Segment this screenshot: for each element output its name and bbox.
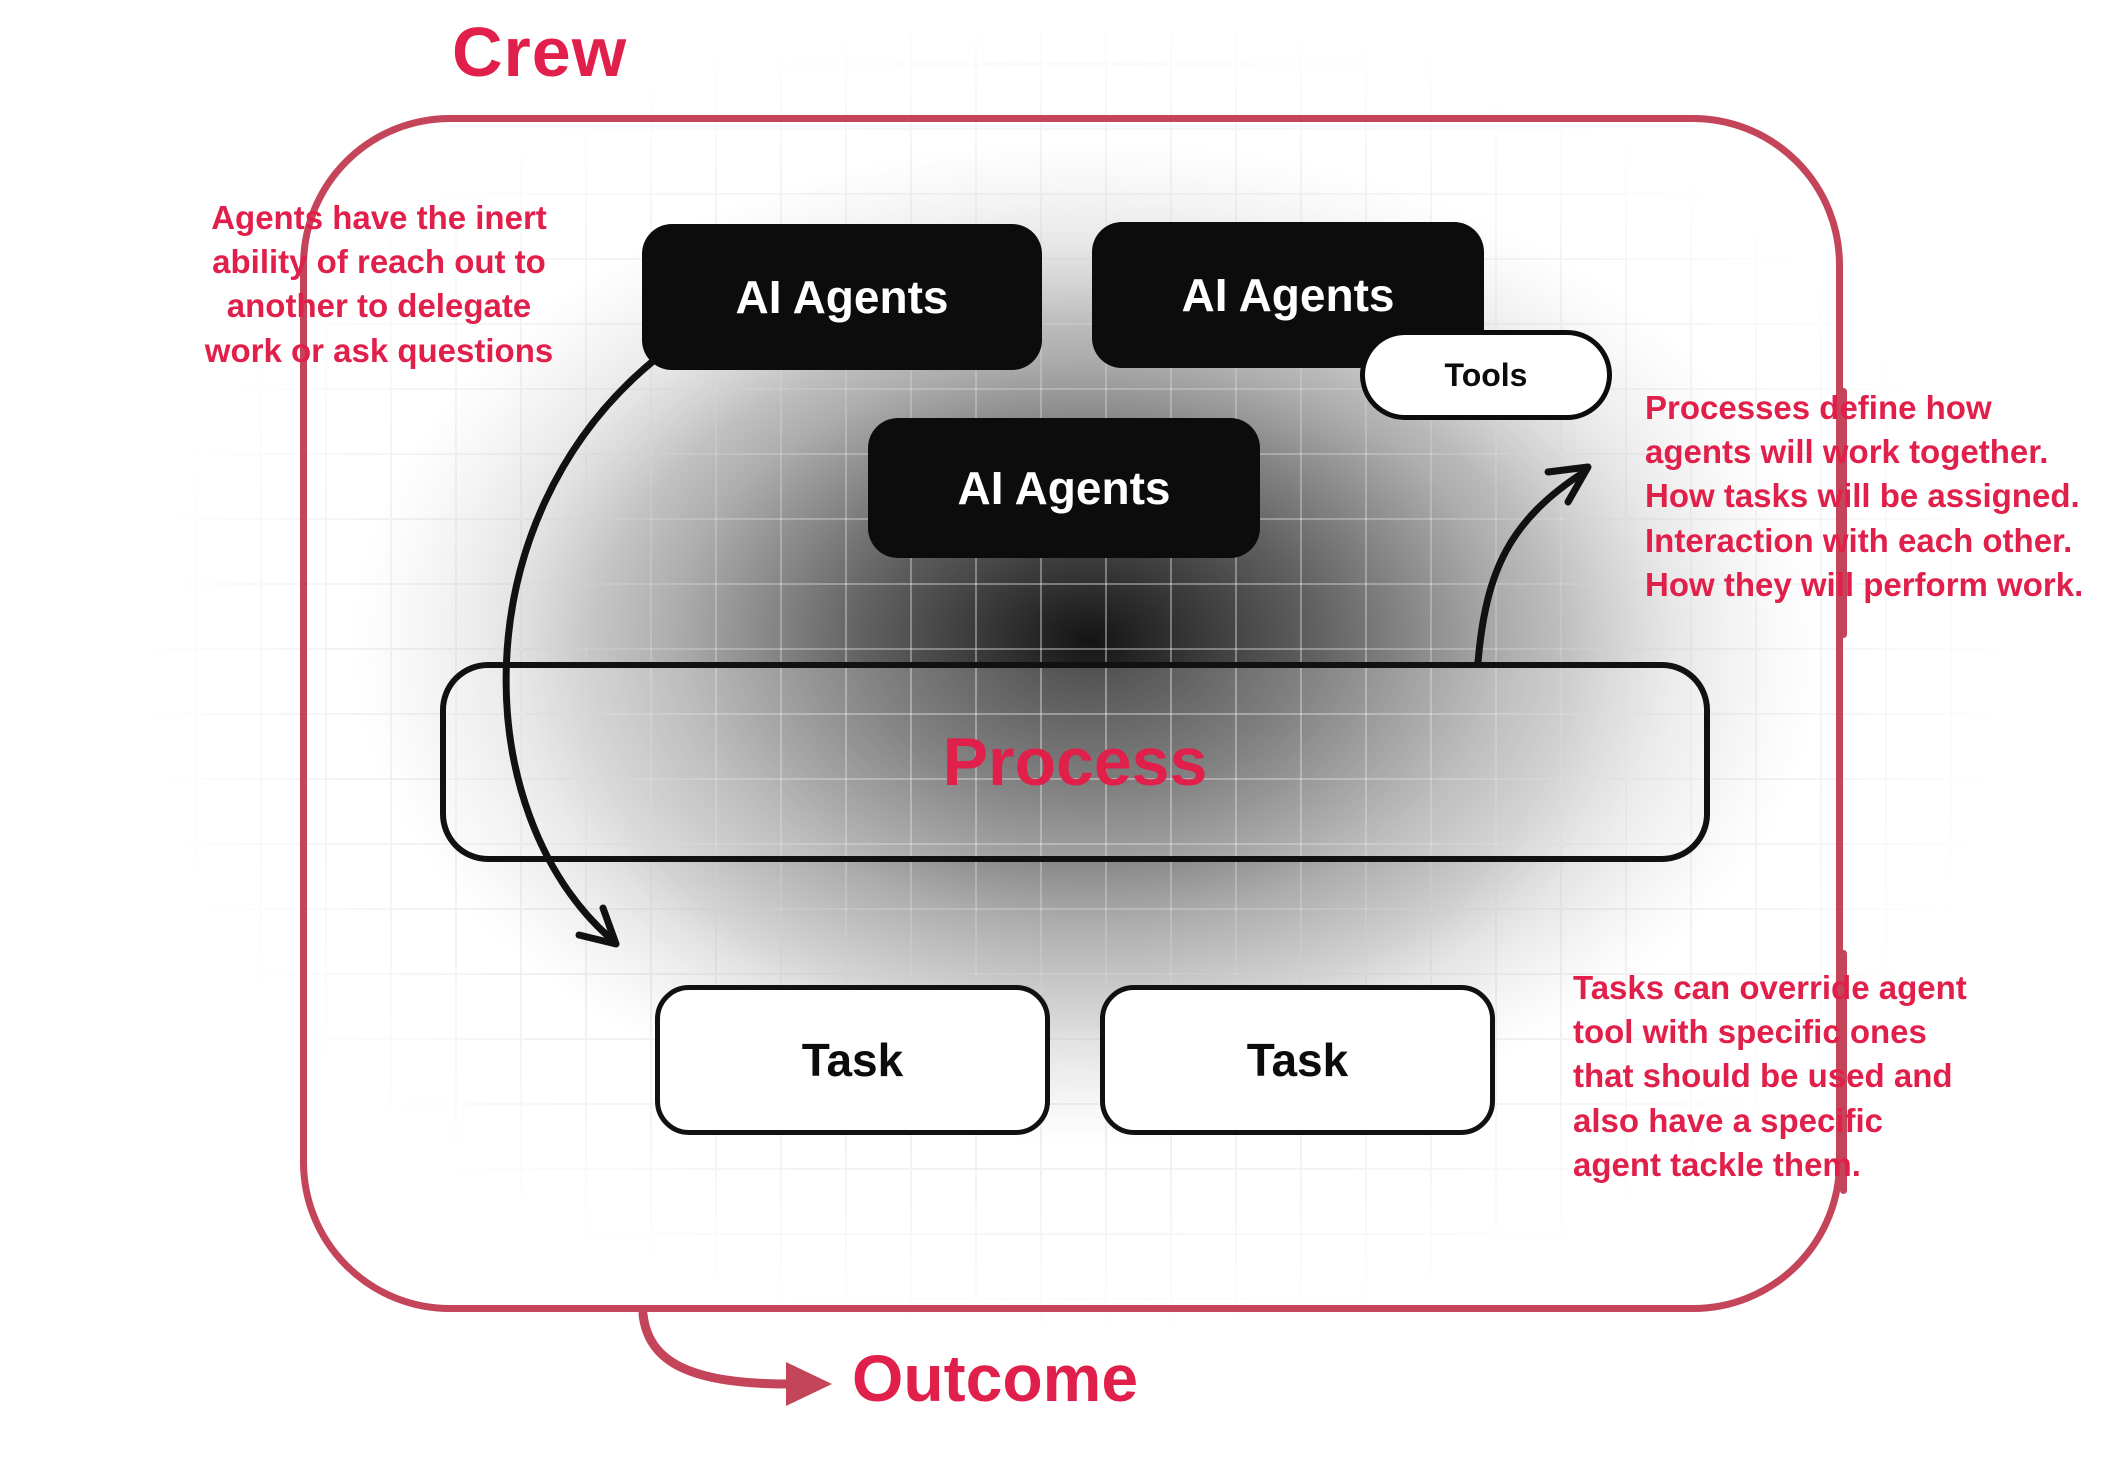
process-definition-note: Processes define how agents will work to… [1645, 389, 2084, 603]
ai-agents-label: AI Agents [957, 462, 1171, 514]
crew-title: Crew [452, 13, 628, 91]
task-box-left: Task [655, 985, 1050, 1135]
tasks-override-note: Tasks can override agent tool with speci… [1573, 969, 1967, 1183]
task-label: Task [1246, 1034, 1349, 1086]
tools-label: Tools [1444, 356, 1528, 393]
process-note-bracket [1840, 388, 1847, 638]
ai-agents-box-top-left: AI Agents [642, 224, 1042, 370]
task-label: Task [801, 1034, 904, 1086]
task-box-right: Task [1100, 985, 1495, 1135]
tools-chip: Tools [1360, 330, 1612, 420]
ai-agents-box-middle: AI Agents [868, 418, 1260, 558]
outcome-label: Outcome [852, 1341, 1139, 1415]
ai-agents-label: AI Agents [735, 271, 949, 323]
tasks-note-bracket [1840, 950, 1847, 1194]
process-label: Process [942, 724, 1208, 800]
process-bar: Process [440, 662, 1710, 862]
agents-delegation-note: Agents have the inert ability of reach o… [204, 199, 554, 369]
crew-boundary [300, 115, 1843, 1312]
ai-agents-label: AI Agents [1181, 269, 1395, 321]
